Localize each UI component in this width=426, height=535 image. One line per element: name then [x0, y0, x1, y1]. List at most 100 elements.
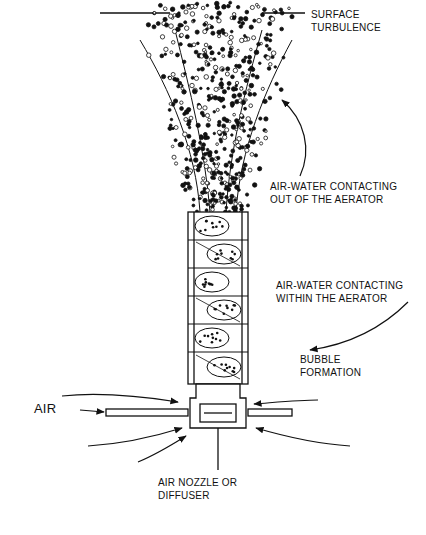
bubble-dot	[266, 56, 270, 60]
bubble-dot	[224, 33, 227, 36]
bubble-dot	[231, 87, 236, 92]
bubble-dot	[207, 87, 210, 90]
bubble-dot	[220, 363, 223, 366]
bubble-dot	[226, 307, 229, 310]
bubble-dot	[147, 53, 151, 57]
bubble-dot	[241, 146, 244, 149]
bubble-dot	[206, 4, 209, 7]
bubble-dot	[252, 183, 256, 187]
bubble-dot	[179, 142, 184, 147]
bubble-dot	[197, 42, 200, 45]
bubble-dot	[240, 126, 244, 130]
bubble-dot	[235, 140, 239, 144]
bubble-dot	[267, 67, 271, 71]
bubble-dot	[265, 130, 267, 132]
bubble-dot	[220, 182, 224, 186]
bubble-dot	[214, 71, 217, 74]
tube-band	[188, 351, 248, 352]
bubble-dot	[217, 11, 221, 15]
bubble-dot	[188, 43, 191, 46]
bubble-dot	[198, 147, 201, 150]
bubble-dot	[219, 339, 222, 342]
bubble-dot	[265, 44, 268, 47]
bubble-dot	[209, 58, 212, 61]
bubble-dot	[185, 35, 189, 39]
bubble-dot	[191, 76, 194, 79]
bubble-dot	[206, 123, 210, 127]
bubble-dot	[205, 14, 208, 17]
bubble-dot	[218, 221, 221, 224]
tube-band	[188, 295, 248, 296]
bubble-dot	[188, 126, 191, 129]
bubble-dot	[244, 38, 248, 42]
bubble-dot	[245, 193, 248, 196]
bubble-dot	[218, 192, 221, 195]
bubble-dot	[204, 75, 209, 80]
bubble-dot	[274, 66, 277, 69]
bubble-dot	[222, 5, 226, 9]
bubble-dot	[217, 130, 221, 134]
bubble-dot	[245, 148, 249, 152]
bubble-dot	[199, 135, 203, 139]
bubble-dot	[207, 98, 210, 101]
bubble-dot	[224, 171, 227, 174]
bubble-dot	[219, 304, 222, 307]
bubble-dot	[246, 204, 249, 207]
bubble-dot	[200, 67, 204, 71]
bubble-dot	[172, 155, 176, 159]
bubble-dot	[187, 4, 190, 7]
bubble-dot	[169, 14, 173, 18]
bubble-dot	[245, 10, 249, 14]
bubble-dot	[228, 366, 231, 369]
bubble-dot	[199, 230, 202, 233]
bubble-dot	[171, 41, 175, 45]
bubble-dot	[244, 78, 248, 82]
bubble-dot	[164, 47, 168, 51]
bubble-dot	[229, 50, 233, 54]
bubble-dot	[199, 340, 202, 343]
bubble-dot	[251, 67, 255, 71]
bubble-dot	[200, 87, 203, 90]
bubble-dot	[206, 203, 209, 206]
bubble-dot	[228, 40, 233, 45]
bubble-dot	[183, 132, 188, 137]
bubble-dot	[213, 132, 215, 134]
bubble-dot	[188, 185, 192, 189]
bubble-dot	[179, 34, 182, 37]
bubble-dot	[249, 83, 254, 88]
bubble-dot	[196, 123, 200, 127]
tube-band	[188, 323, 248, 324]
bubble-dot	[205, 220, 208, 223]
bubble-dot	[263, 99, 267, 103]
bubble-dot	[229, 35, 233, 39]
bubble-dot	[250, 5, 254, 9]
bubble-dot	[239, 17, 243, 21]
bubble-dot	[257, 42, 261, 46]
bubble-dot	[211, 208, 215, 212]
bubble-dot	[254, 154, 257, 157]
bubble-dot	[224, 163, 228, 167]
bubble-dot	[229, 1, 232, 4]
bubble-dot	[288, 7, 291, 10]
tube-band	[188, 267, 248, 268]
bubble-dot	[182, 90, 186, 94]
bubble-dot	[234, 304, 237, 307]
bubble-dot	[223, 201, 226, 204]
bubble-dot	[213, 96, 217, 100]
bubble-dot	[158, 3, 162, 7]
bubble-dot	[217, 257, 220, 260]
bubble-dot	[216, 108, 219, 111]
bubble-dot	[273, 9, 276, 12]
bubble-dot	[234, 202, 238, 206]
bubble-dot	[248, 92, 252, 96]
bubble-dot	[170, 7, 175, 12]
bubble-dot	[234, 199, 237, 202]
bubble-dot	[270, 17, 275, 22]
bubble-dot	[252, 36, 256, 40]
mixing-cell	[195, 272, 229, 292]
bubble-dot	[231, 149, 235, 153]
bubble-dot	[252, 127, 256, 131]
bubble-dot	[221, 28, 225, 32]
